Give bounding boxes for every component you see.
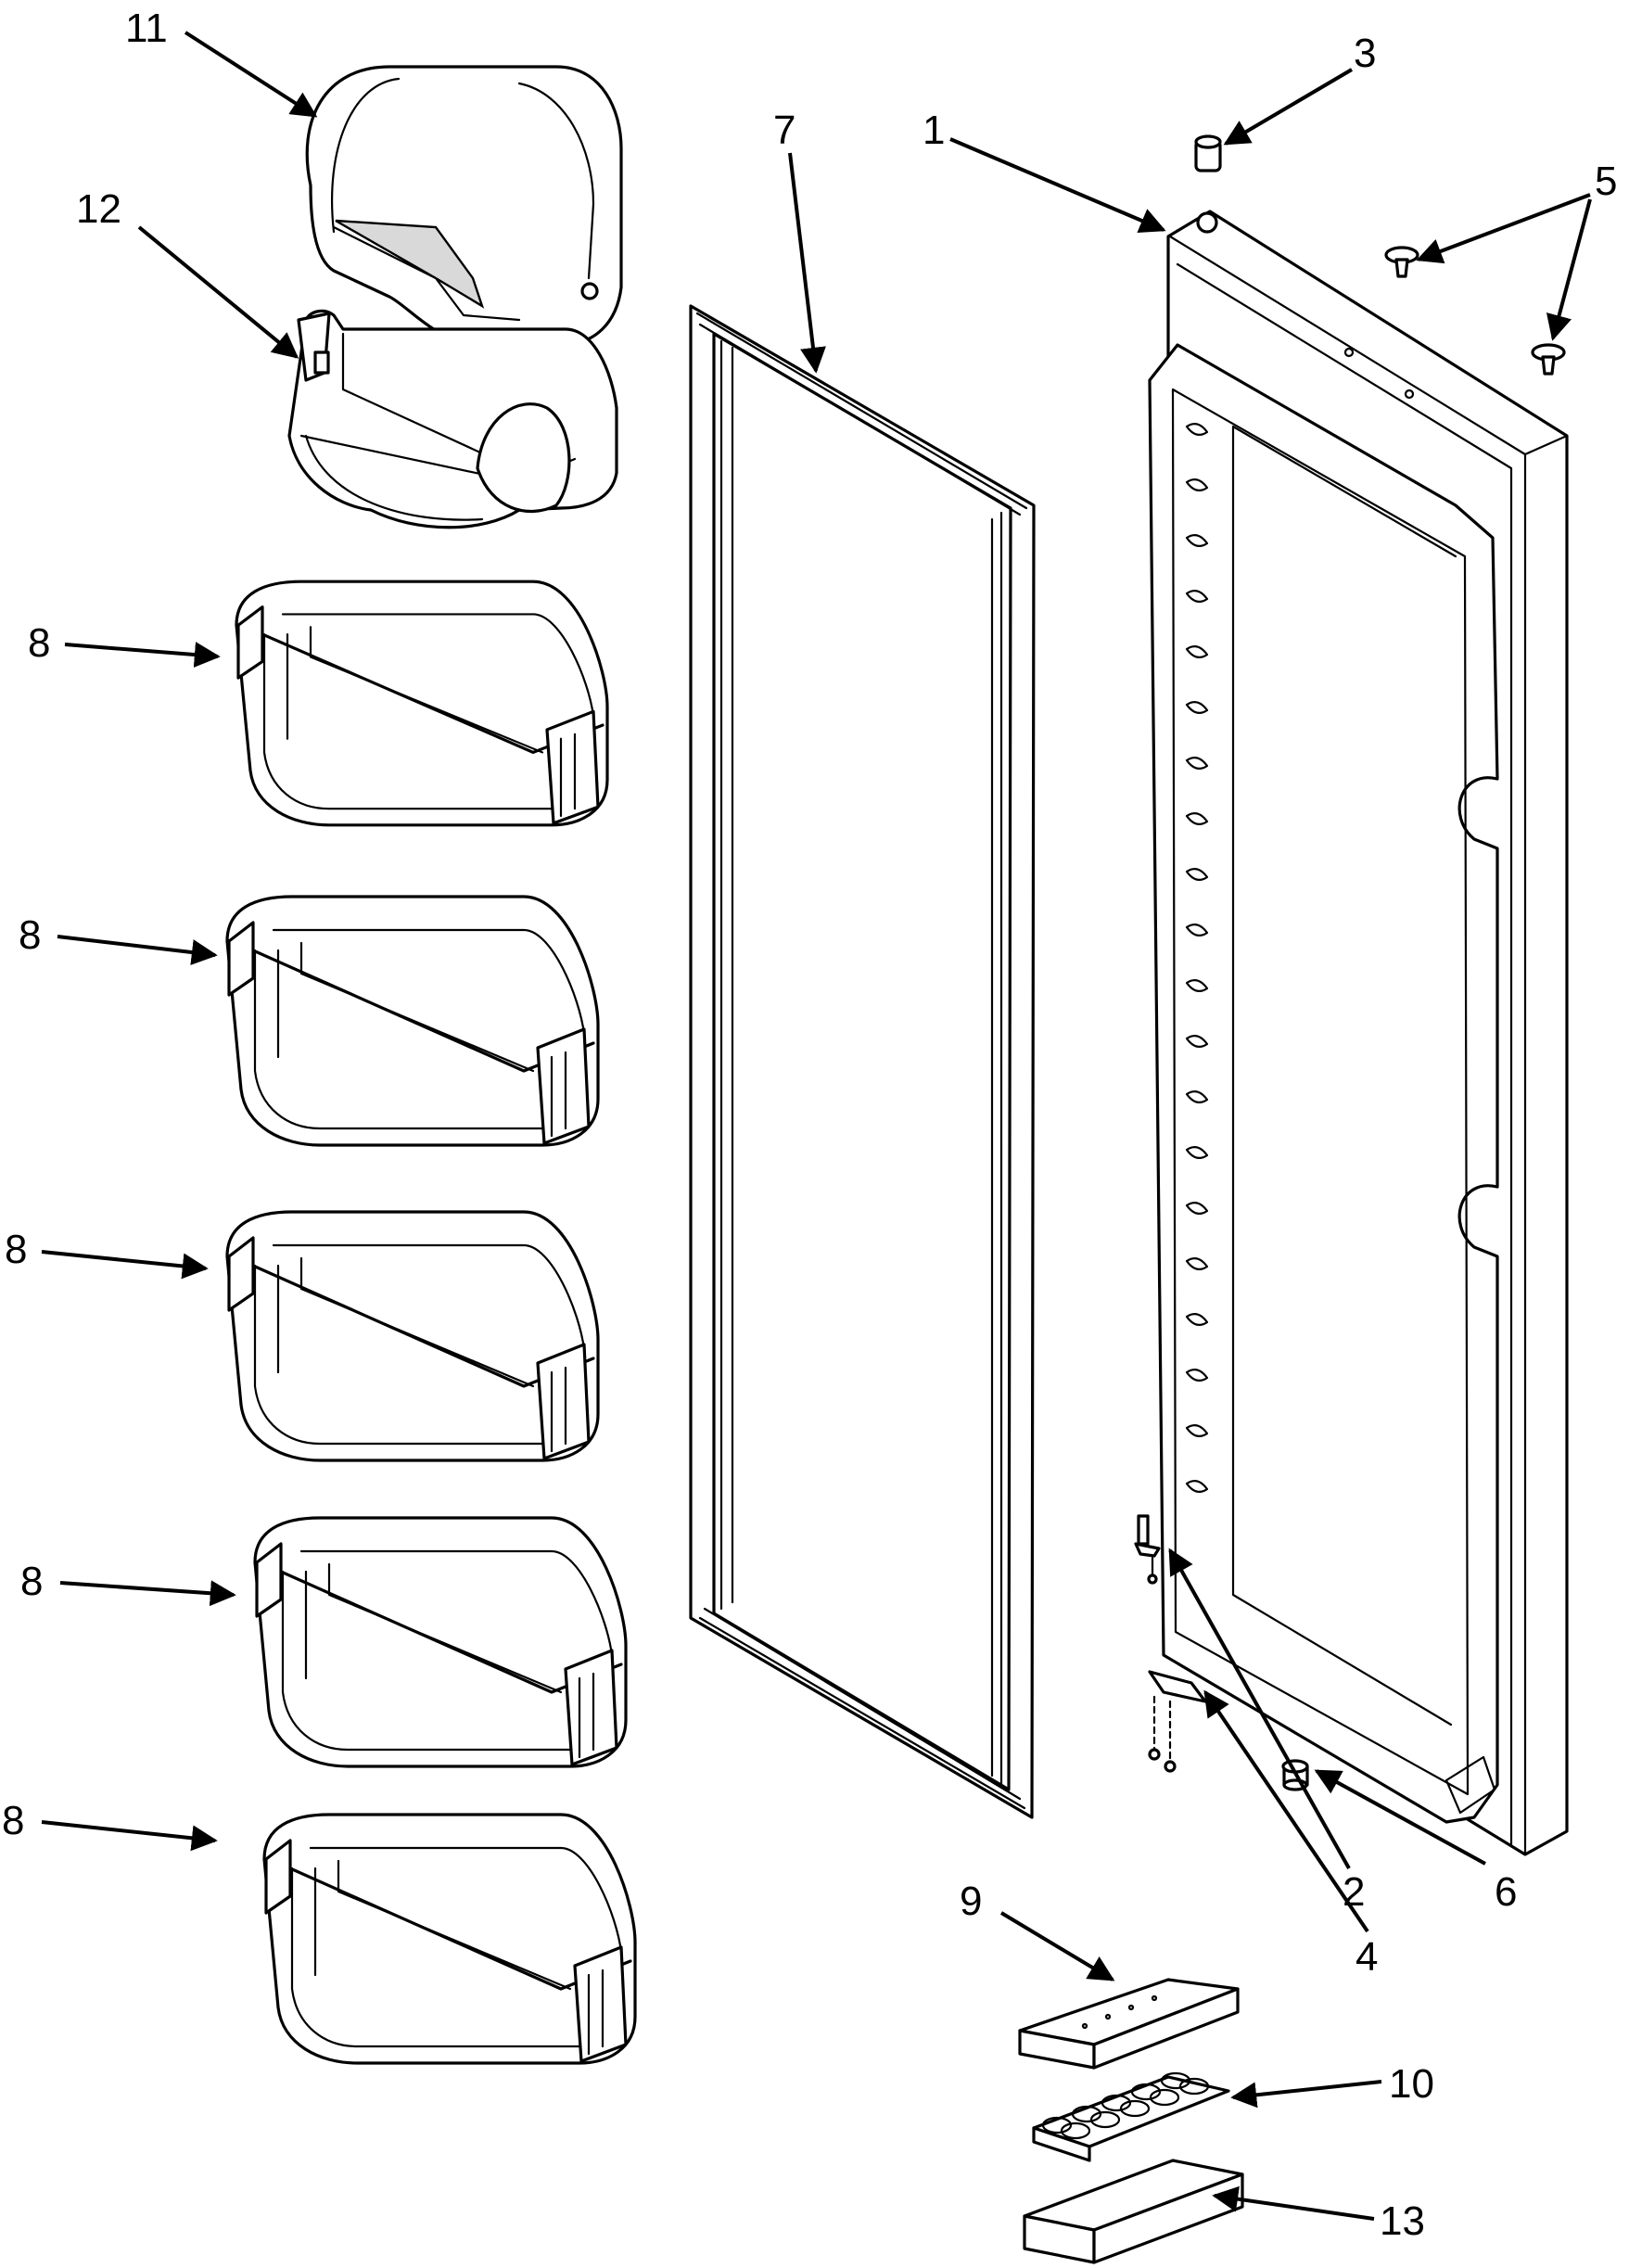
callout-11: 11 xyxy=(125,6,168,51)
door-gasket xyxy=(689,304,1036,1819)
egg-bin xyxy=(1023,2159,1244,2264)
callout-7: 7 xyxy=(773,108,795,153)
plug-button-1 xyxy=(1384,246,1419,278)
door-bin-5 xyxy=(262,1813,637,2065)
callout-13: 13 xyxy=(1380,2198,1425,2244)
door-bin-4 xyxy=(253,1516,628,1768)
dairy-compartment-cover xyxy=(305,65,623,347)
door-bin-1 xyxy=(235,580,609,827)
callout-8-third: 8 xyxy=(5,1227,27,1272)
door-bin-3 xyxy=(225,1210,600,1462)
bin-support-bosses xyxy=(1185,422,1209,1494)
callout-12: 12 xyxy=(76,186,121,232)
callout-6: 6 xyxy=(1495,1869,1517,1915)
egg-bin-cover xyxy=(1018,1978,1240,2070)
dairy-bin xyxy=(287,309,618,529)
callout-10: 10 xyxy=(1389,2061,1434,2107)
refrigerator-door xyxy=(1148,210,1569,1856)
callout-3: 3 xyxy=(1354,31,1376,76)
callout-9: 9 xyxy=(960,1879,982,1924)
bottom-hinge-bracket xyxy=(1148,1670,1207,1773)
callout-8-first: 8 xyxy=(28,620,50,666)
hinge-pin xyxy=(1134,1514,1161,1585)
callout-4: 4 xyxy=(1355,1934,1378,1980)
door-bin-2 xyxy=(225,895,600,1147)
callout-2: 2 xyxy=(1343,1869,1365,1915)
callout-1: 1 xyxy=(923,108,945,153)
callout-8-fourth: 8 xyxy=(20,1559,43,1604)
callout-leaders xyxy=(41,31,1592,2221)
callout-8-second: 8 xyxy=(19,912,41,958)
callout-5: 5 xyxy=(1595,159,1617,204)
hinge-bushing-top xyxy=(1194,134,1222,172)
egg-tray xyxy=(1032,2071,1230,2162)
callout-8-fifth: 8 xyxy=(2,1798,24,1843)
plug-button-2 xyxy=(1531,343,1566,376)
